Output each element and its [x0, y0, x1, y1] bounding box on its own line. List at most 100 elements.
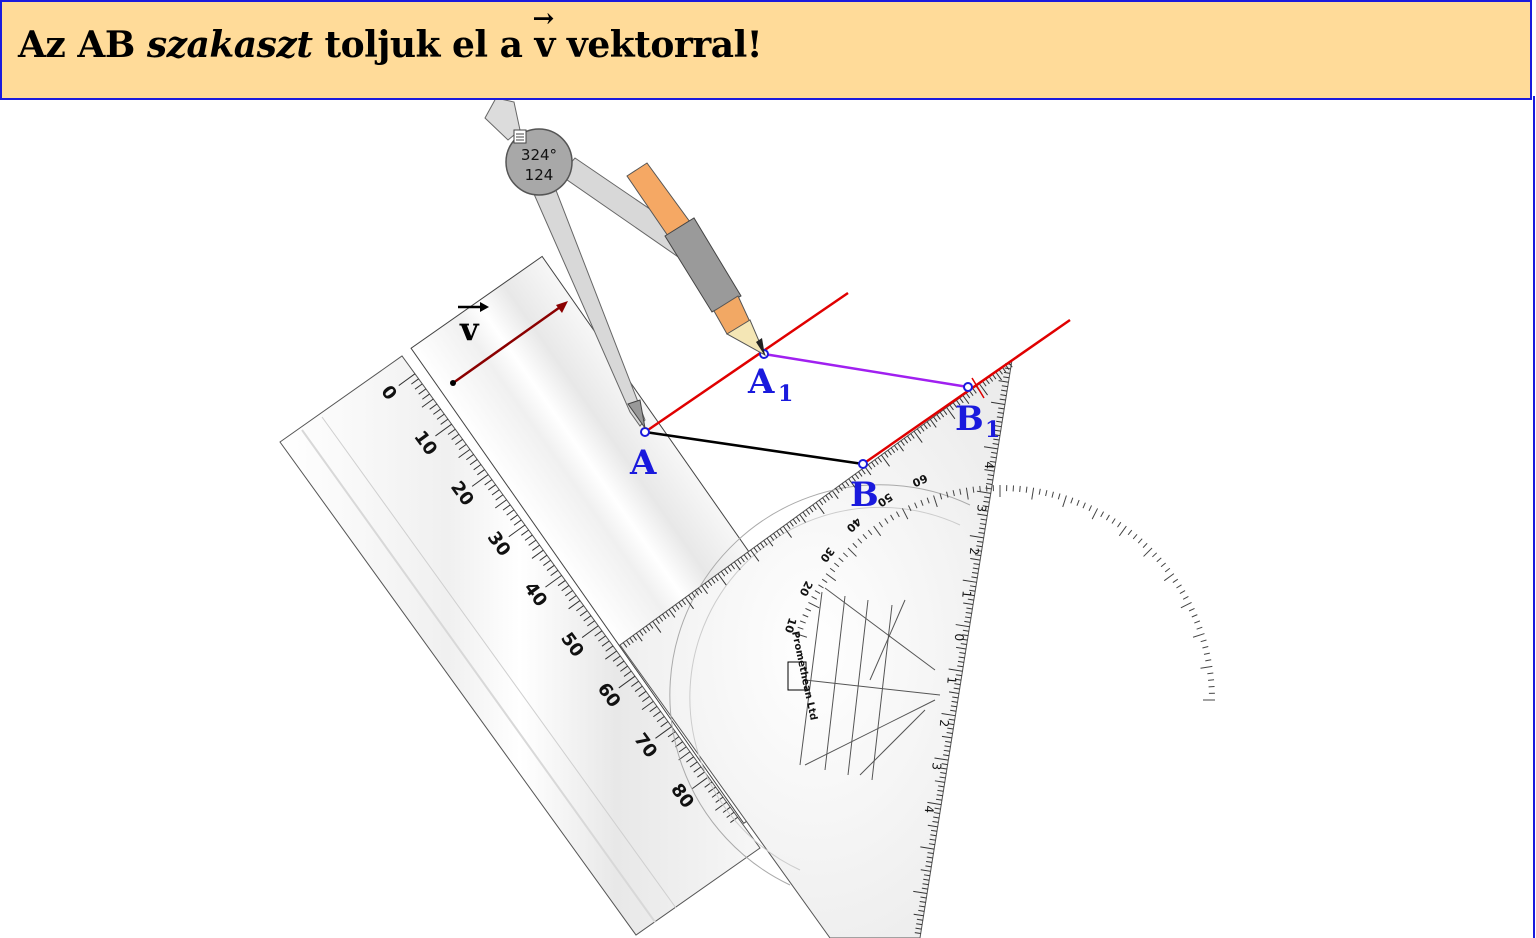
edge-tick	[927, 824, 938, 828]
edge-tick	[987, 474, 994, 477]
edge-tick	[844, 480, 850, 487]
ruler-tick	[715, 801, 727, 811]
edge-tick	[658, 616, 664, 622]
label-b: B	[850, 475, 879, 515]
ruler-tick	[422, 393, 430, 400]
edge-tick	[760, 542, 765, 549]
compass[interactable]: 324° 124	[484, 100, 767, 429]
edge-tick	[976, 490, 991, 494]
arc-tick	[829, 567, 836, 573]
compass-hinge[interactable]	[505, 128, 573, 196]
edge-tick	[848, 478, 858, 491]
ruler-tick	[421, 398, 434, 408]
edge-tick	[1001, 385, 1008, 388]
edge-tick	[766, 537, 774, 547]
edge-tick	[1004, 367, 1011, 370]
edge-tick	[976, 540, 984, 543]
edge-tick	[671, 606, 677, 613]
ruler-tick	[581, 625, 599, 638]
title-vector-v: →v	[532, 4, 555, 66]
arc-tick	[1019, 485, 1021, 492]
arc-tick	[1117, 521, 1122, 528]
edge-tick	[769, 535, 775, 541]
arc-tick	[1076, 499, 1080, 506]
edge-tick	[929, 838, 936, 841]
ruler-tick	[576, 605, 584, 612]
arc-tick	[895, 511, 900, 518]
arc-tick	[1203, 652, 1210, 655]
edge-tick	[980, 518, 987, 521]
compass-doc-icon[interactable]	[513, 129, 527, 144]
edge-tick	[936, 794, 943, 797]
edge-tick	[897, 442, 904, 452]
parallel-line-through-b[interactable]	[862, 318, 1071, 466]
set-square-scale-label: 2	[937, 719, 952, 728]
ruler-tick	[488, 484, 496, 491]
arc-tick	[802, 614, 809, 618]
edge-tick	[934, 757, 949, 761]
edge-tick	[746, 552, 752, 558]
edge-tick	[668, 609, 676, 618]
set-square-edge-ticks	[622, 362, 1013, 935]
label-a: A	[629, 443, 657, 483]
arc-tick	[1208, 679, 1215, 681]
edge-tick	[822, 497, 827, 503]
edge-tick	[962, 579, 977, 583]
ruler-tick	[671, 736, 680, 743]
ruler-tick	[455, 438, 463, 446]
segment-ab[interactable]	[644, 430, 864, 466]
edge-tick	[776, 530, 781, 537]
edge-tick	[946, 407, 956, 420]
arc-tick	[1132, 534, 1138, 540]
edge-tick	[992, 443, 999, 445]
edge-tick	[969, 585, 976, 588]
edge-tick	[986, 478, 993, 481]
ruler-tick	[631, 680, 639, 687]
edge-tick	[972, 388, 977, 394]
vector-start-point[interactable]	[450, 380, 456, 386]
point-a[interactable]	[640, 427, 650, 437]
edge-tick	[792, 518, 798, 525]
parallel-line-through-a[interactable]	[644, 291, 849, 434]
edge-tick	[979, 523, 986, 526]
edge-tick	[851, 476, 856, 482]
arc-tick	[878, 521, 883, 528]
point-b1[interactable]	[963, 382, 973, 392]
pencil[interactable]	[626, 162, 767, 357]
edge-tick	[733, 561, 741, 571]
edge-tick	[665, 611, 670, 617]
ruler-tick	[693, 766, 702, 773]
arc-tick	[1202, 646, 1209, 649]
title-text-3: vektorral!	[554, 24, 763, 66]
edge-tick	[926, 860, 933, 863]
arc-tick	[939, 493, 943, 500]
edge-tick	[838, 485, 843, 492]
edge-tick	[955, 678, 962, 681]
arc-tick	[797, 626, 804, 630]
edge-tick	[979, 527, 986, 530]
edge-tick	[691, 592, 696, 598]
ruler-tick	[605, 650, 617, 660]
edge-tick	[964, 620, 971, 623]
segment-a1b1[interactable]	[763, 352, 969, 389]
arc-tick	[852, 542, 858, 548]
ruler-tick	[689, 761, 698, 768]
edge-tick	[864, 466, 872, 476]
edge-tick	[950, 709, 957, 712]
arc-tick	[857, 538, 863, 544]
arc-tick	[959, 488, 962, 495]
edge-tick	[750, 549, 760, 562]
compass-handle[interactable]	[484, 100, 521, 141]
ruler-tick	[655, 726, 672, 739]
edge-tick	[985, 378, 990, 385]
edge-tick	[968, 594, 975, 597]
edge-tick	[635, 632, 643, 642]
arc-tick	[795, 633, 808, 638]
edge-tick	[922, 883, 929, 886]
vector-v[interactable]	[452, 303, 564, 385]
arc-tick	[965, 487, 969, 500]
point-b[interactable]	[858, 459, 868, 469]
